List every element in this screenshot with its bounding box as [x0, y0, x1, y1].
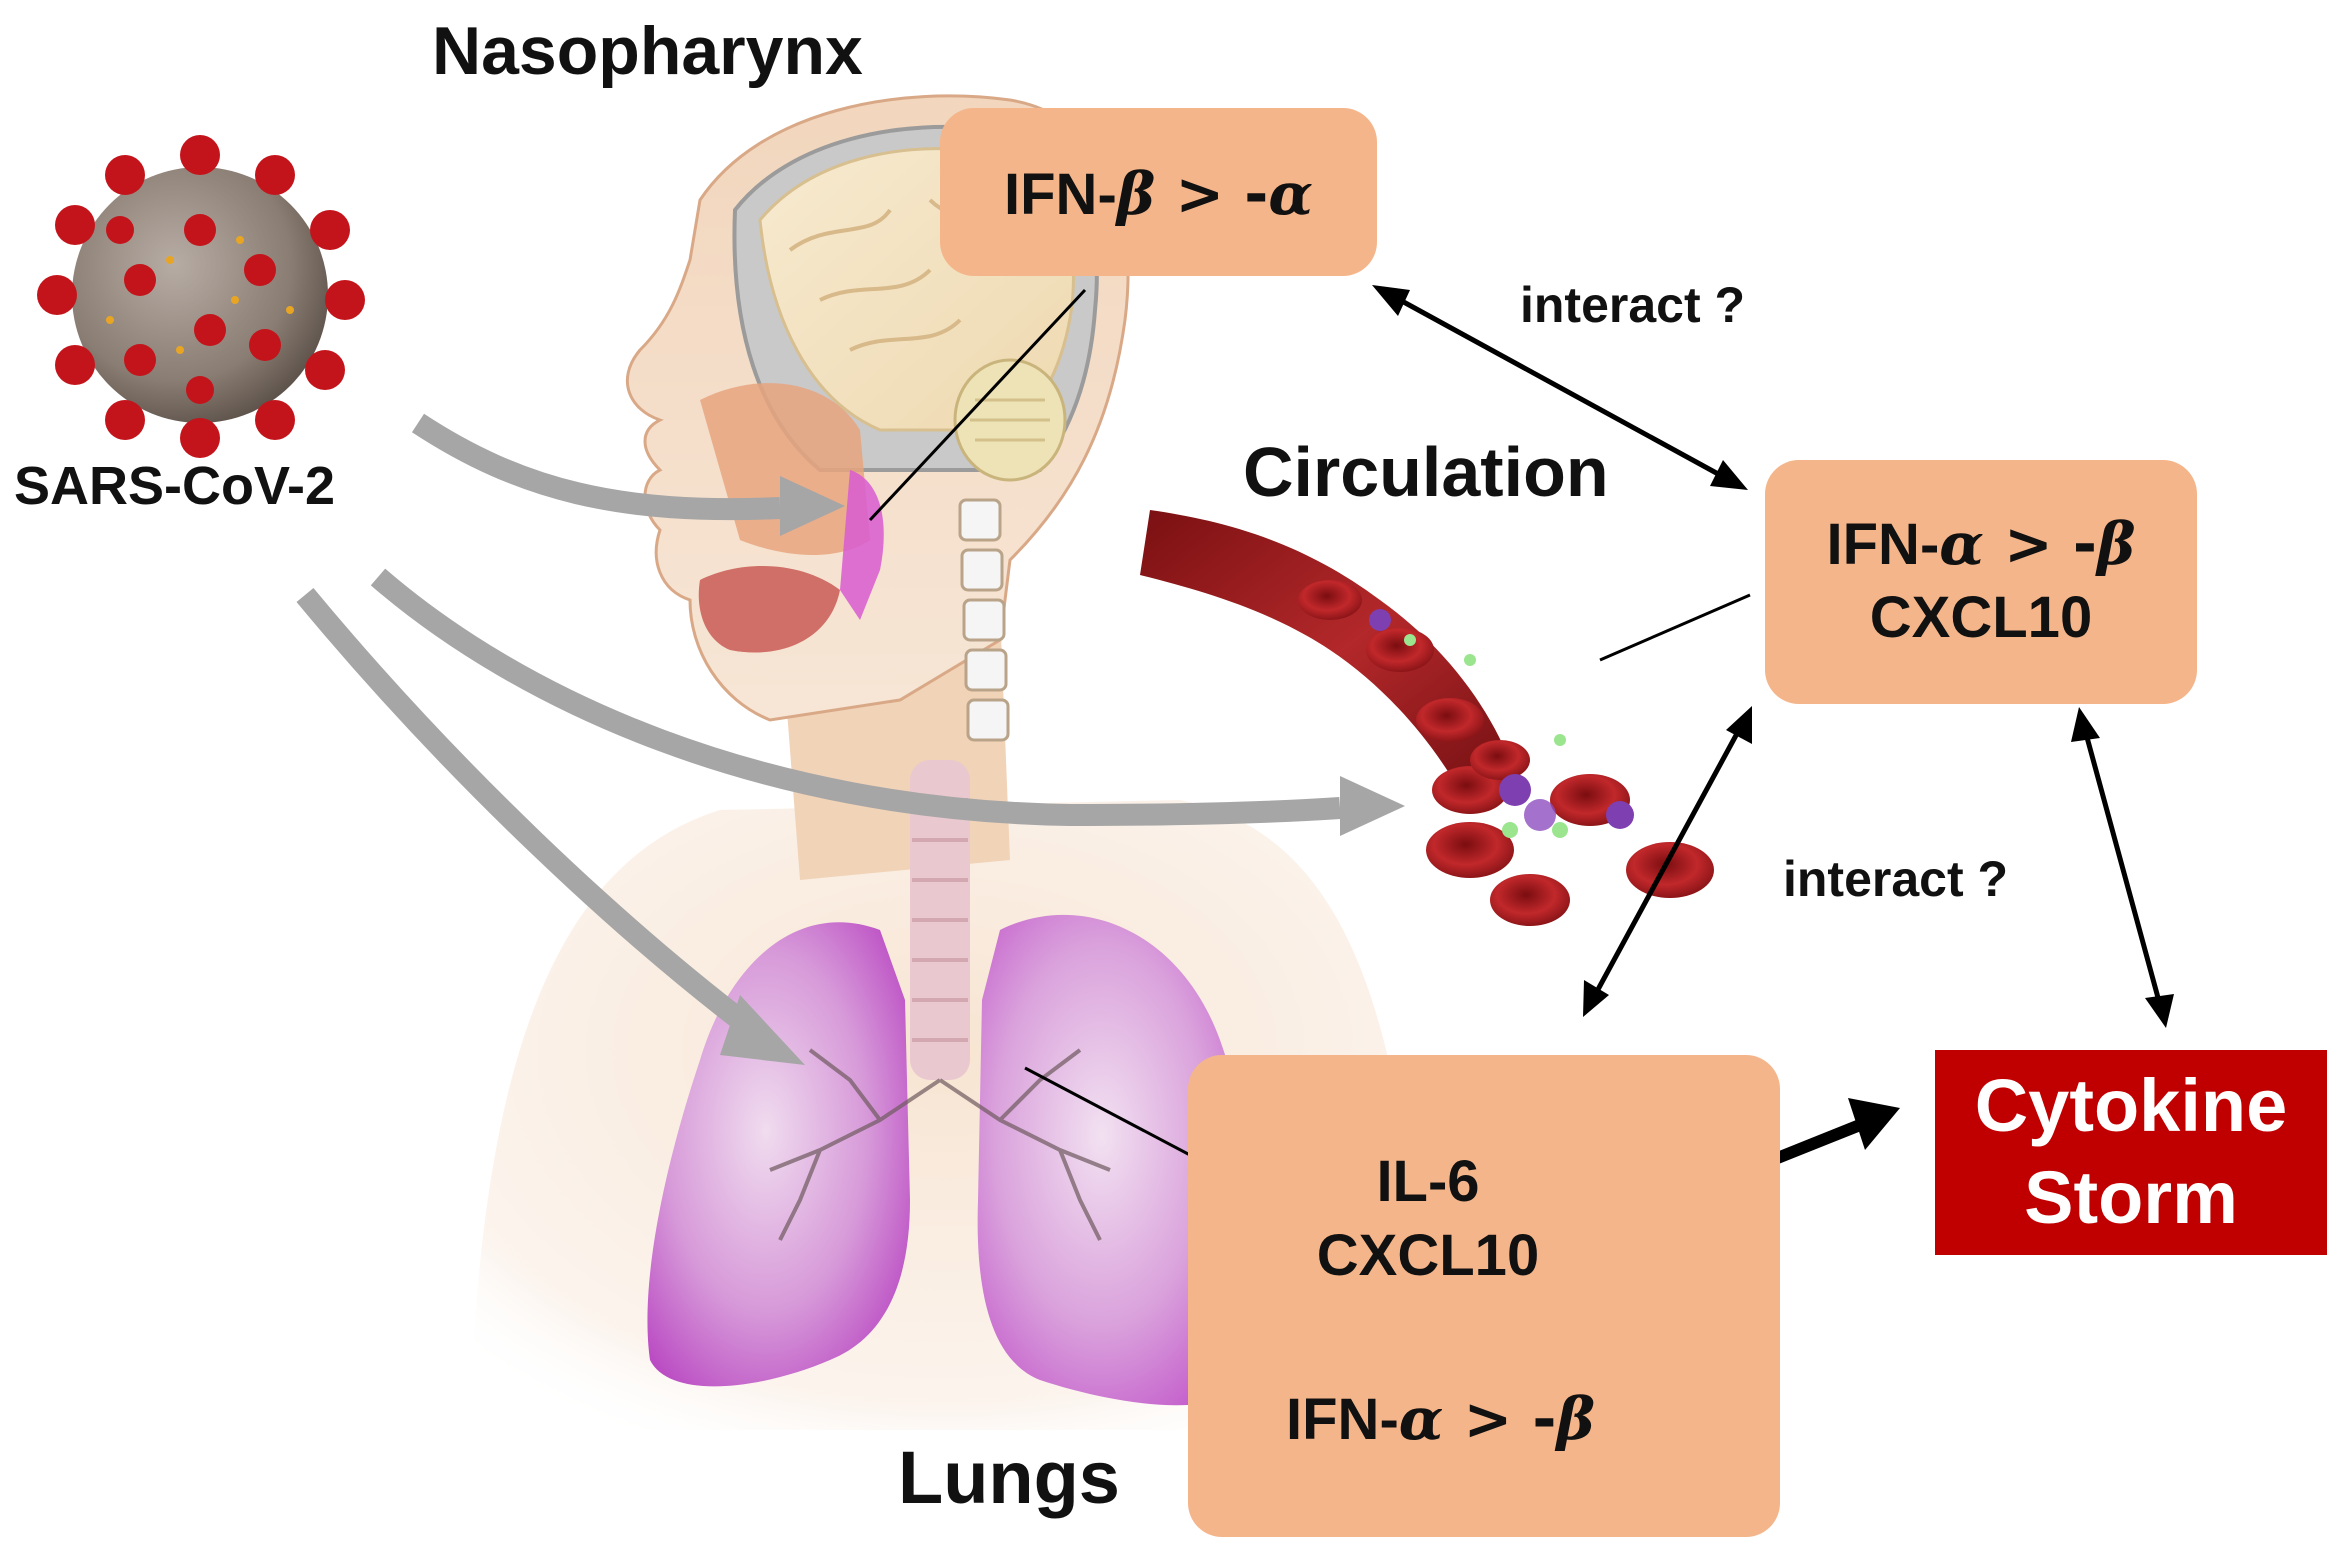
lungs-il6-text: IL-6 — [1376, 1149, 1480, 1214]
cytokine-storm-line1: Cytokine — [1974, 1064, 2288, 1147]
ifn-prefix: IFN- — [1826, 512, 1940, 577]
nasopharynx-label: Nasopharynx — [432, 13, 863, 89]
greater-than-sign: > - — [1155, 160, 1269, 228]
lungs-cytokine-box — [1188, 1055, 1780, 1537]
interaction-arrows — [1398, 297, 2163, 1006]
flow-arrow-to-nasopharynx — [411, 413, 781, 521]
ifn-prefix: IFN- — [1004, 162, 1117, 227]
immune-cells — [1369, 609, 1634, 838]
cytokine-storm-line2: Storm — [2024, 1156, 2238, 1239]
virus-illustration — [37, 135, 365, 458]
circulation-cxcl10-text: CXCL10 — [1869, 585, 2093, 650]
connector-lungs — [1024, 1066, 1191, 1157]
circulation-ifn-text: IFN-α > -β — [1765, 510, 2197, 578]
nasopharynx-ifn-box — [940, 108, 1377, 276]
lungs-ifn-text: IFN-α > -β — [1188, 1385, 1693, 1453]
circulation-label: Circulation — [1243, 433, 1609, 511]
greek-beta: β — [1556, 1385, 1595, 1453]
arrow-nasopharynx-circulation — [1398, 297, 1722, 478]
greek-alpha: α — [1939, 510, 1984, 578]
flow-arrowhead-nasopharynx — [780, 476, 845, 536]
greek-beta: β — [1116, 160, 1156, 228]
nasopharynx-ifn-text: IFN-β > -α — [940, 160, 1377, 228]
greater-than-sign: > - — [1983, 510, 2097, 578]
lungs-illustration — [647, 914, 1254, 1406]
connector-circulation — [1599, 593, 1751, 662]
flow-arrows — [296, 413, 1341, 1044]
red-blood-cells — [1298, 580, 1714, 926]
virus-label: SARS-CoV-2 — [14, 456, 336, 516]
flow-arrowhead-circulation — [1340, 776, 1405, 836]
arrow-circulation-storm — [2082, 729, 2163, 1006]
flow-arrow-to-lungs — [296, 587, 767, 1044]
blood-vessel-illustration — [1140, 510, 1714, 926]
greek-alpha: α — [1268, 160, 1313, 228]
greek-beta: β — [2096, 510, 2136, 578]
circulation-ifn-box — [1765, 460, 2197, 704]
cytokine-storm-box: Cytokine Storm — [1935, 1050, 2327, 1255]
lungs-label: Lungs — [898, 1436, 1120, 1519]
greek-alpha: α — [1398, 1385, 1444, 1453]
ifn-prefix: IFN- — [1286, 1387, 1399, 1452]
interact-label-middle: interact ? — [1783, 851, 2009, 907]
greater-than-sign: > - — [1443, 1385, 1557, 1453]
interact-label-top: interact ? — [1520, 277, 1746, 333]
arrow-circulation-lungs — [1592, 726, 1743, 997]
connector-nasopharynx — [868, 288, 1087, 522]
virus-spikes — [37, 135, 365, 458]
flow-arrowhead-lungs — [720, 995, 805, 1065]
lungs-cxcl10-text: CXCL10 — [1316, 1223, 1540, 1288]
flow-arrow-to-circulation — [370, 568, 1341, 827]
